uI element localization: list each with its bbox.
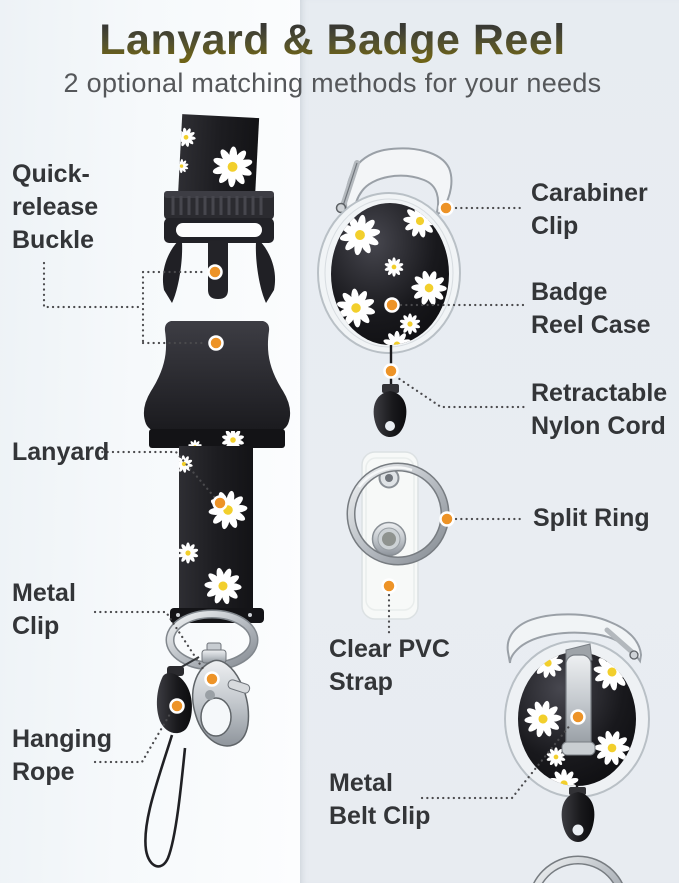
callout-dots [169, 200, 586, 725]
label-metal-belt-clip: Metal Belt Clip [329, 767, 430, 833]
label-split-ring: Split Ring [533, 502, 650, 535]
label-line: Split Ring [533, 504, 650, 532]
callout-line-quick-release-fork [141, 270, 207, 345]
label-line: Rope [12, 758, 75, 786]
label-line: Nylon Cord [531, 412, 666, 440]
carabiner-clip-back-shape [506, 613, 643, 664]
header: Lanyard & Badge Reel 2 optional matching… [0, 0, 672, 99]
callout-line-metal-belt-clip [420, 722, 573, 800]
callout-line-quick-release [42, 261, 145, 309]
label-line: Clip [12, 612, 60, 640]
badge-reel-back-illustration [504, 613, 650, 883]
dot-carabiner-clip [438, 200, 454, 216]
callout-line-hanging-rope [93, 712, 172, 764]
label-line: Quick- [12, 160, 90, 188]
label-quick-release-buckle: Quick- release Buckle [12, 158, 98, 257]
quick-release-buckle-female [143, 321, 291, 448]
label-hanging-rope: Hanging Rope [12, 723, 112, 789]
label-line: Buckle [12, 226, 94, 254]
dot-metal-clip [204, 671, 220, 687]
label-line: Lanyard [12, 438, 110, 466]
label-line: Belt Clip [329, 802, 431, 830]
label-carabiner-clip: Carabiner Clip [531, 177, 648, 243]
label-line: Clear PVC [329, 635, 450, 663]
dot-split-ring [439, 511, 455, 527]
label-metal-clip: Metal Clip [12, 577, 76, 643]
badge-reel-front-illustration [317, 147, 461, 620]
label-line: Clip [531, 212, 579, 240]
callout-line-retractable-cord [393, 374, 526, 409]
callout-lines [42, 206, 573, 800]
dot-metal-belt-clip [570, 709, 586, 725]
dot-hanging-rope [169, 698, 185, 714]
label-line: Metal [12, 579, 76, 607]
label-line: Metal [329, 769, 393, 797]
dot-buckle-male [207, 264, 223, 280]
label-retractable-nylon-cord: Retractable Nylon Cord [531, 377, 667, 443]
label-line: Carabiner [531, 179, 648, 207]
label-line: Retractable [531, 379, 668, 407]
label-badge-reel-case: Badge Reel Case [531, 276, 651, 342]
metal-belt-clip-shape [561, 643, 596, 756]
page-subtitle: 2 optional matching methods for your nee… [63, 68, 602, 99]
label-line: Hanging [12, 725, 112, 753]
label-line: Reel Case [531, 311, 651, 339]
label-clear-pvc-strap: Clear PVC Strap [329, 633, 450, 699]
cord-end-grip-back [561, 792, 595, 842]
lanyard-illustration [143, 114, 291, 868]
dot-badge-reel-case [384, 297, 400, 313]
label-line: release [12, 193, 99, 221]
split-ring-back-shape [533, 855, 623, 883]
label-line: Badge [531, 278, 608, 306]
dot-clear-pvc-strap [381, 578, 397, 594]
callout-line-lanyard [95, 450, 218, 501]
label-lanyard: Lanyard [12, 436, 109, 469]
cord-end-grip [373, 391, 407, 437]
hanging-rope-assembly [144, 656, 200, 868]
lanyard-strap [170, 446, 264, 623]
page-title: Lanyard & Badge Reel [99, 16, 566, 64]
quick-release-buckle-male [162, 191, 276, 303]
label-line: Strap [329, 668, 393, 696]
dot-buckle-female [208, 335, 224, 351]
dot-lanyard [212, 495, 228, 511]
lanyard-top-strap [177, 114, 260, 200]
clear-pvc-strap-shape [361, 451, 419, 620]
dot-retractable-cord [383, 363, 399, 379]
